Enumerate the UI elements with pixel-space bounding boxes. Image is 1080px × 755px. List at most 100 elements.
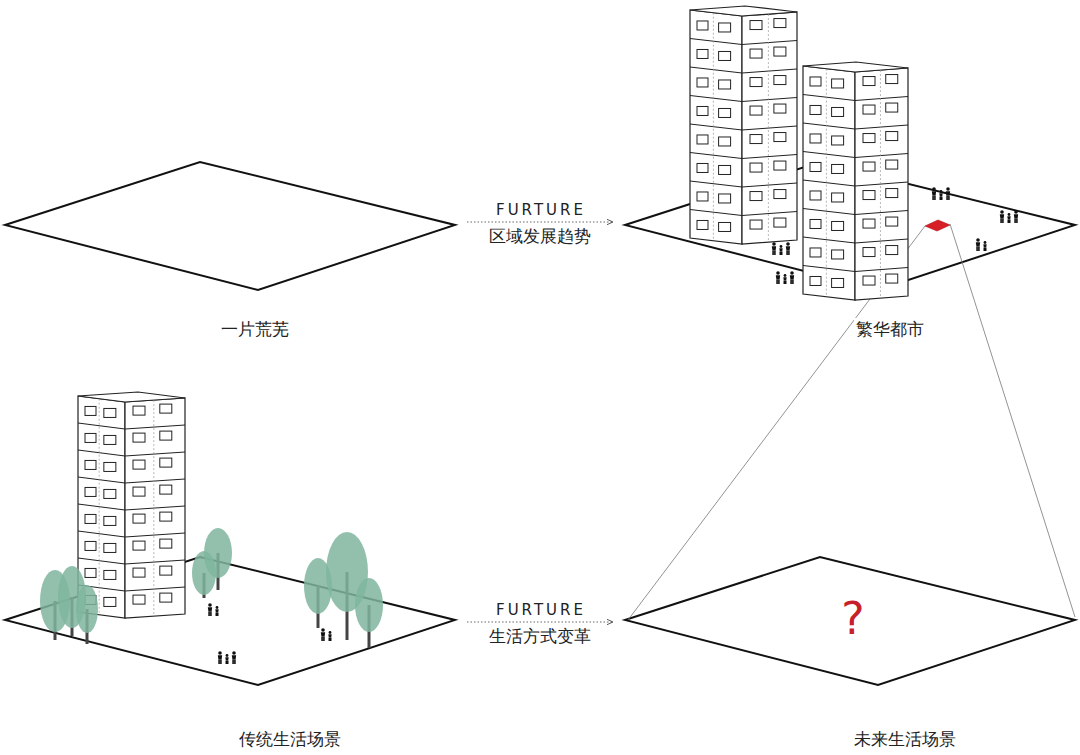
person-figure bbox=[783, 274, 786, 284]
window bbox=[886, 217, 898, 226]
window bbox=[863, 276, 875, 285]
window bbox=[85, 541, 96, 550]
person-figure bbox=[208, 603, 212, 616]
ground-plane bbox=[5, 162, 455, 290]
window bbox=[863, 77, 875, 86]
panel-outline bbox=[621, 553, 1077, 751]
person-leg bbox=[941, 197, 943, 200]
tree-trunk bbox=[203, 573, 206, 598]
person-head bbox=[976, 238, 980, 242]
person-head bbox=[786, 242, 790, 246]
window bbox=[697, 163, 708, 172]
person-leg bbox=[983, 248, 985, 251]
window bbox=[886, 103, 898, 112]
focus-marker bbox=[925, 220, 950, 231]
person-body bbox=[232, 655, 236, 659]
panel-outline bbox=[3, 158, 459, 343]
person-leg bbox=[330, 638, 332, 641]
person-head bbox=[946, 187, 950, 191]
window bbox=[697, 78, 708, 87]
person-body bbox=[328, 634, 331, 637]
tree-trunk bbox=[346, 572, 349, 640]
person-leg bbox=[948, 196, 950, 200]
person-leg bbox=[220, 660, 222, 664]
tree-crown bbox=[355, 578, 383, 632]
window bbox=[750, 192, 762, 201]
window bbox=[160, 512, 172, 521]
floor-line bbox=[855, 182, 908, 186]
facade-divider bbox=[880, 70, 881, 298]
future-label: FURTURE bbox=[494, 201, 588, 219]
facade-divider bbox=[768, 14, 769, 242]
floor-line bbox=[78, 531, 125, 537]
window bbox=[810, 134, 821, 143]
person-leg bbox=[328, 638, 330, 641]
window bbox=[104, 489, 116, 498]
tree-crown bbox=[58, 566, 86, 628]
trend-arrow bbox=[467, 222, 613, 223]
person-body bbox=[321, 632, 325, 636]
window bbox=[160, 593, 172, 602]
scene-caption: 未来生活场景 bbox=[852, 728, 958, 750]
floor-line bbox=[78, 477, 125, 483]
person-head bbox=[216, 606, 219, 609]
floor-line bbox=[690, 39, 742, 45]
question-mark: ? bbox=[841, 594, 864, 644]
window bbox=[750, 220, 762, 229]
window bbox=[85, 460, 96, 469]
tree-crown bbox=[304, 558, 332, 614]
window bbox=[133, 568, 145, 577]
person-leg bbox=[226, 661, 228, 664]
window bbox=[697, 49, 708, 58]
tree-crown bbox=[76, 585, 98, 633]
person-leg bbox=[1007, 220, 1009, 223]
person-leg bbox=[781, 252, 783, 255]
person-body bbox=[208, 607, 212, 611]
person-head bbox=[772, 242, 776, 246]
building-face bbox=[742, 12, 797, 244]
window bbox=[774, 104, 786, 113]
building-roof bbox=[690, 6, 797, 16]
floor-line bbox=[125, 533, 185, 537]
person-body bbox=[1014, 214, 1018, 218]
building-roof bbox=[78, 392, 185, 402]
floor-line bbox=[690, 153, 742, 159]
window bbox=[750, 163, 762, 172]
person-figure bbox=[225, 654, 228, 664]
floor-line bbox=[855, 154, 908, 158]
zoom-line bbox=[950, 224, 1075, 617]
window bbox=[85, 487, 96, 496]
floor-line bbox=[690, 96, 742, 102]
floor-line bbox=[125, 452, 185, 456]
person-leg bbox=[321, 637, 323, 641]
window bbox=[104, 570, 116, 579]
window bbox=[832, 221, 844, 230]
tree-crown bbox=[326, 532, 368, 612]
window bbox=[810, 276, 821, 285]
window bbox=[832, 164, 844, 173]
scene-panel: 未来生活场景? bbox=[621, 553, 1077, 751]
window bbox=[863, 105, 875, 114]
person-leg bbox=[790, 280, 792, 284]
window bbox=[133, 460, 145, 469]
window bbox=[697, 220, 708, 229]
person-leg bbox=[785, 281, 787, 284]
person-leg bbox=[978, 247, 980, 251]
person-head bbox=[226, 654, 229, 657]
window bbox=[719, 222, 731, 231]
tree-trunk bbox=[317, 586, 320, 628]
person-head bbox=[329, 631, 332, 634]
facade-divider bbox=[713, 13, 714, 241]
window bbox=[750, 135, 762, 144]
person-leg bbox=[217, 613, 219, 616]
person-head bbox=[1014, 210, 1018, 214]
floor-line bbox=[78, 423, 125, 429]
scene-panel: 繁华都市 bbox=[621, 158, 1077, 343]
zoom-line bbox=[628, 226, 925, 620]
scene-panel: 一片荒芜 bbox=[3, 158, 459, 343]
person-figure bbox=[328, 631, 331, 641]
window bbox=[810, 248, 821, 257]
window bbox=[774, 161, 786, 170]
person-head bbox=[208, 603, 212, 607]
scene-caption: 一片荒芜 bbox=[219, 318, 291, 340]
